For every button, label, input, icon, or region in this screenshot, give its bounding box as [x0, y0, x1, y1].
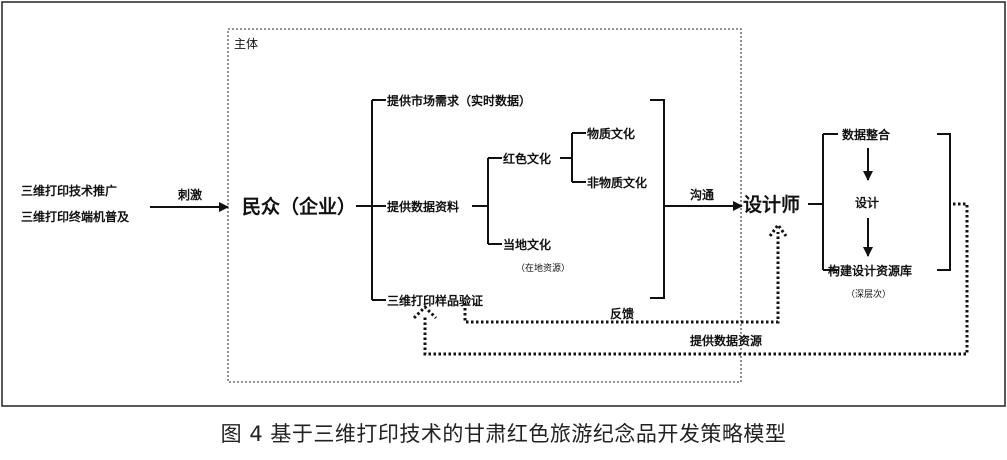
subject-right-bracket: [650, 99, 665, 299]
nonmaterial-culture-label: 非物质文化: [587, 175, 647, 190]
red-culture-label: 红色文化: [503, 151, 551, 166]
resources-path: [423, 202, 969, 356]
data-integration-label: 数据整合: [842, 127, 891, 142]
left-text-line2: 三维打印终端机普及: [21, 209, 130, 224]
local-resources-label: （在地资源）: [516, 262, 570, 274]
outer-frame: [1, 1, 1006, 407]
feedback-arrowhead: [768, 222, 788, 237]
stimulus-label: 刺激: [177, 187, 202, 202]
feedback-path: [463, 232, 780, 324]
public-enterprise-label: 民众（企业）: [242, 195, 356, 218]
communicate-label: 沟通: [690, 187, 714, 202]
branch-sample-verify: 三维打印样品验证: [387, 293, 483, 308]
design-label: 设计: [855, 195, 879, 210]
local-culture-label: 当地文化: [503, 237, 551, 252]
left-text-line1: 三维打印技术推广: [21, 183, 117, 198]
feedback-label: 反馈: [610, 306, 634, 321]
build-library-label: 构建设计资源库: [828, 263, 912, 278]
process-right-bracket: [937, 133, 951, 271]
branch-data-provision: 提供数据资料: [387, 199, 459, 214]
subject-label: 主体: [234, 37, 258, 51]
resources-arrowhead: [412, 304, 438, 320]
material-culture-label: 物质文化: [587, 126, 635, 141]
branch-market-demand: 提供市场需求（实时数据）: [387, 93, 531, 108]
figure-caption: 图 4 基于三维打印技术的甘肃红色旅游纪念品开发策略模型: [220, 422, 787, 446]
designer-label: 设计师: [743, 194, 800, 216]
provide-resources-label: 提供数据资源: [690, 333, 762, 348]
deep-level-label: （深层次）: [846, 288, 891, 300]
strategy-model-diagram: 主体 三维打印技术推广 三维打印终端机普及 刺激 民众（企业） 提供市场需求（实…: [1, 1, 1006, 407]
